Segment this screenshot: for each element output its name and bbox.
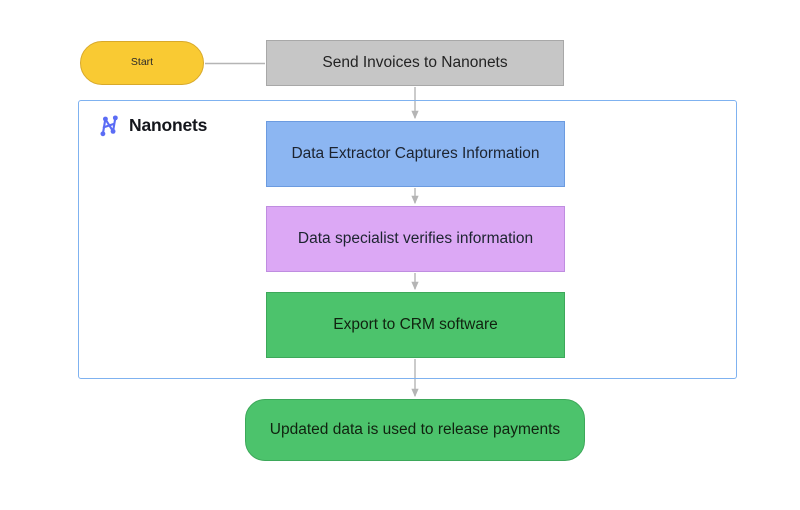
nanonets-group-label: Nanonets (96, 113, 207, 139)
node-data-extractor-label: Data Extractor Captures Information (291, 145, 540, 163)
node-export-crm-label: Export to CRM software (333, 316, 498, 334)
node-send-invoices-label: Send Invoices to Nanonets (322, 54, 508, 72)
nanonets-group-label-text: Nanonets (129, 115, 208, 136)
nanonets-logo-icon (100, 115, 118, 137)
node-data-specialist[interactable]: Data specialist verifies information (266, 206, 565, 272)
node-data-specialist-label: Data specialist verifies information (297, 230, 534, 248)
node-start[interactable]: Start (80, 41, 204, 85)
node-updated-data-label: Updated data is used to release payments (269, 421, 561, 439)
node-updated-data[interactable]: Updated data is used to release payments (245, 399, 585, 461)
node-data-extractor[interactable]: Data Extractor Captures Information (266, 121, 565, 187)
node-export-crm[interactable]: Export to CRM software (266, 292, 565, 358)
node-send-invoices[interactable]: Send Invoices to Nanonets (266, 40, 564, 86)
nanonets-group-container (78, 100, 737, 379)
node-start-label: Start (130, 56, 154, 69)
